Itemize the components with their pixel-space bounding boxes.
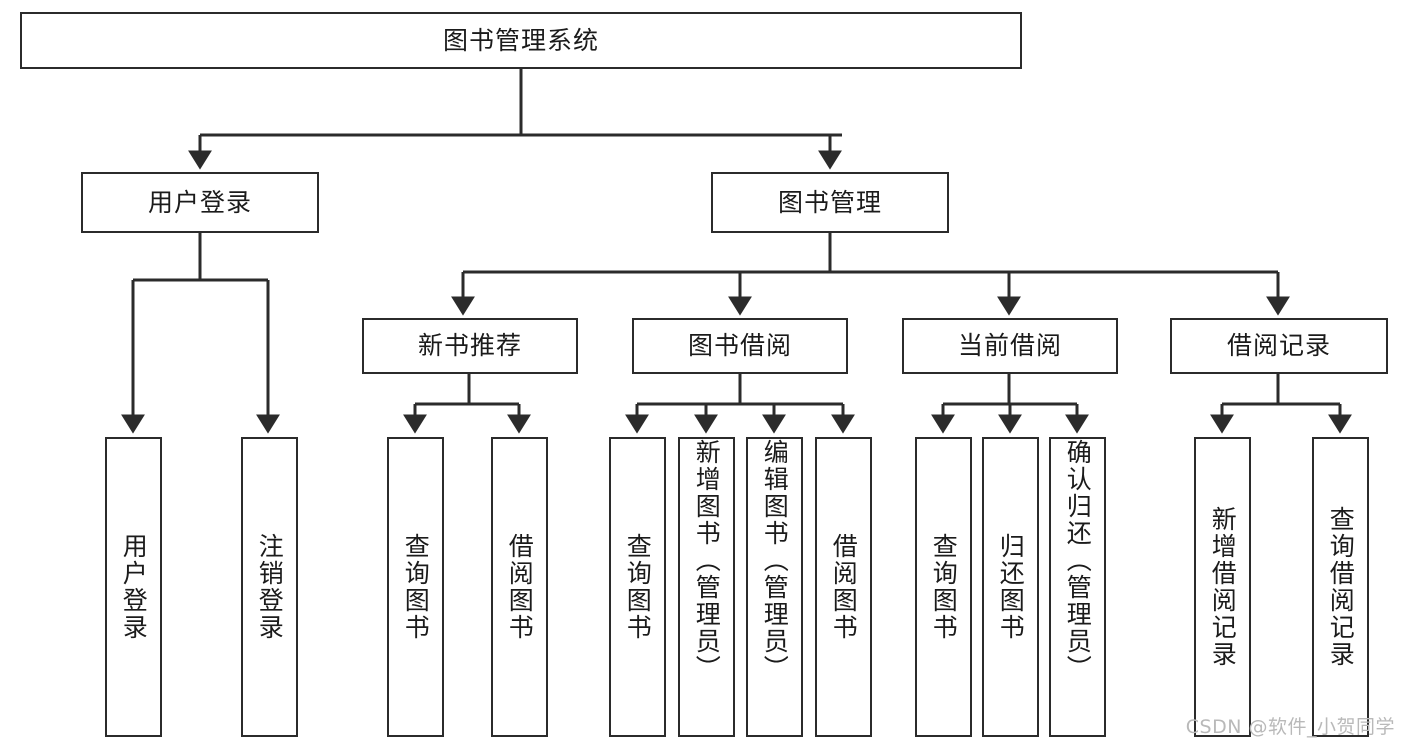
leaf-book-borrow-borrow-label: 借阅图书 xyxy=(829,533,859,641)
node-root-system-label: 图书管理系统 xyxy=(442,25,599,55)
leaf-new-book-query[interactable]: 查询图书 xyxy=(387,437,444,737)
node-user-login-label: 用户登录 xyxy=(147,187,252,217)
leaf-inner: 借阅图书 xyxy=(817,439,870,735)
node-root-system[interactable]: 图书管理系统 xyxy=(20,12,1022,69)
node-current-borrow[interactable]: 当前借阅 xyxy=(902,318,1118,374)
leaf-inner: 查询图书 xyxy=(917,439,970,735)
leaf-user-login-login[interactable]: 用户登录 xyxy=(105,437,162,737)
leaf-user-login-logout[interactable]: 注销登录 xyxy=(241,437,298,737)
leaf-inner: 查询图书 xyxy=(611,439,664,735)
leaf-book-borrow-add[interactable]: 新增图书（管理员） xyxy=(678,437,735,737)
leaf-user-login-logout-label: 注销登录 xyxy=(255,533,285,641)
leaf-inner: 新增图书（管理员） xyxy=(680,439,733,735)
node-current-borrow-label: 当前借阅 xyxy=(957,331,1062,361)
leaf-inner: 新增借阅记录 xyxy=(1196,439,1249,735)
leaf-book-borrow-add-label: 新增图书（管理员） xyxy=(692,439,722,682)
leaf-borrow-record-add[interactable]: 新增借阅记录 xyxy=(1194,437,1251,737)
leaf-current-borrow-query[interactable]: 查询图书 xyxy=(915,437,972,737)
leaf-current-borrow-return[interactable]: 归还图书 xyxy=(982,437,1039,737)
node-user-login[interactable]: 用户登录 xyxy=(81,172,319,233)
node-borrow-record[interactable]: 借阅记录 xyxy=(1170,318,1388,374)
node-new-book-recommend-label: 新书推荐 xyxy=(417,331,522,361)
leaf-new-book-query-label: 查询图书 xyxy=(401,533,431,641)
node-new-book-recommend[interactable]: 新书推荐 xyxy=(362,318,578,374)
leaf-current-borrow-confirm[interactable]: 确认归还（管理员） xyxy=(1049,437,1106,737)
leaf-book-borrow-query-label: 查询图书 xyxy=(623,533,653,641)
leaf-inner: 查询图书 xyxy=(389,439,442,735)
node-book-borrow-label: 图书借阅 xyxy=(687,331,792,361)
leaf-inner: 归还图书 xyxy=(984,439,1037,735)
leaf-inner: 用户登录 xyxy=(107,439,160,735)
leaf-book-borrow-edit-label: 编辑图书（管理员） xyxy=(760,439,790,682)
leaf-inner: 借阅图书 xyxy=(493,439,546,735)
leaf-book-borrow-edit[interactable]: 编辑图书（管理员） xyxy=(746,437,803,737)
node-borrow-record-label: 借阅记录 xyxy=(1226,331,1331,361)
leaf-inner: 查询借阅记录 xyxy=(1314,439,1367,735)
leaf-user-login-login-label: 用户登录 xyxy=(119,533,149,641)
leaf-inner: 注销登录 xyxy=(243,439,296,735)
node-book-borrow[interactable]: 图书借阅 xyxy=(632,318,848,374)
leaf-new-book-borrow[interactable]: 借阅图书 xyxy=(491,437,548,737)
leaf-borrow-record-query-label: 查询借阅记录 xyxy=(1326,506,1356,668)
leaf-book-borrow-borrow[interactable]: 借阅图书 xyxy=(815,437,872,737)
leaf-current-borrow-query-label: 查询图书 xyxy=(929,533,959,641)
leaf-new-book-borrow-label: 借阅图书 xyxy=(505,533,535,641)
node-book-manage-label: 图书管理 xyxy=(777,187,882,217)
leaf-borrow-record-add-label: 新增借阅记录 xyxy=(1208,506,1238,668)
leaf-borrow-record-query[interactable]: 查询借阅记录 xyxy=(1312,437,1369,737)
leaf-inner: 编辑图书（管理员） xyxy=(748,439,801,735)
node-book-manage[interactable]: 图书管理 xyxy=(711,172,949,233)
leaf-book-borrow-query[interactable]: 查询图书 xyxy=(609,437,666,737)
leaf-inner: 确认归还（管理员） xyxy=(1051,439,1104,735)
leaf-current-borrow-return-label: 归还图书 xyxy=(996,533,1026,641)
leaf-current-borrow-confirm-label: 确认归还（管理员） xyxy=(1063,439,1093,682)
